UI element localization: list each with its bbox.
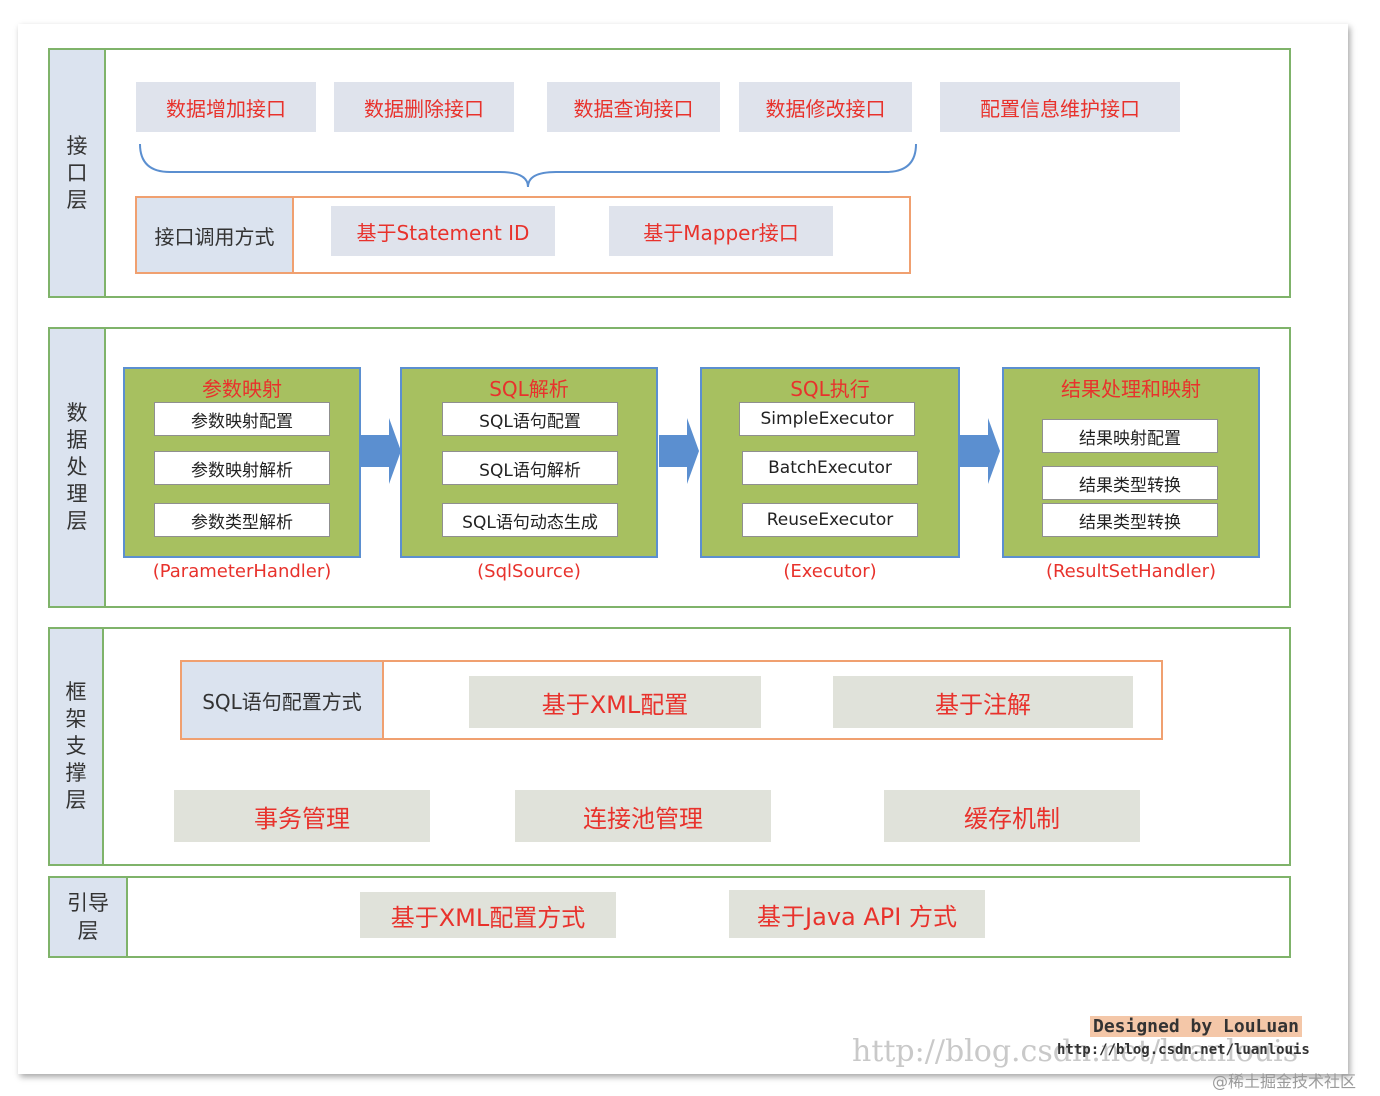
- handler-label: (SqlSource): [477, 561, 581, 582]
- layer-label: 接口层: [50, 50, 106, 296]
- sql-config-frame: SQL语句配置方式 基于XML配置 基于注解: [180, 660, 1163, 740]
- module-item: 参数类型解析: [154, 503, 330, 537]
- sql-config-label: SQL语句配置方式: [182, 662, 384, 738]
- sql-config-xml: 基于XML配置: [469, 676, 761, 728]
- sql-config-annotation: 基于注解: [833, 676, 1133, 728]
- call-method-label: 接口调用方式: [137, 198, 294, 272]
- api-add: 数据增加接口: [136, 82, 316, 132]
- designed-by: Designed by LouLuan: [1090, 1016, 1302, 1037]
- module-item: 参数映射解析: [154, 451, 330, 485]
- module-result-mapping: 结果处理和映射 结果映射配置 结果类型转换 结果类型转换: [1002, 367, 1260, 558]
- feature-cache: 缓存机制: [884, 790, 1140, 842]
- flow-arrow-icon: [361, 418, 401, 484]
- flow-arrow-icon: [960, 418, 1000, 484]
- boot-layer: 引导层 基于XML配置方式 基于Java API 方式: [48, 876, 1291, 958]
- layer-label: 框架支撑层: [50, 629, 104, 864]
- feature-transaction: 事务管理: [174, 790, 430, 842]
- interface-layer: 接口层 数据增加接口 数据删除接口 数据查询接口 数据修改接口 配置信息维护接口…: [48, 48, 1291, 298]
- data-layer-label: 数据处理层: [66, 401, 88, 533]
- module-item: 结果类型转换: [1042, 466, 1218, 500]
- module-sql-execute: SQL执行 SimpleExecutor BatchExecutor Reuse…: [700, 367, 960, 558]
- module-item: SQL语句配置: [442, 402, 618, 436]
- module-title: 结果处理和映射: [1061, 377, 1201, 401]
- module-item: SQL语句解析: [442, 451, 618, 485]
- module-parameter-mapping: 参数映射 参数映射配置 参数映射解析 参数类型解析: [123, 367, 361, 558]
- module-item: SimpleExecutor: [739, 402, 915, 436]
- feature-connection-pool: 连接池管理: [515, 790, 771, 842]
- module-item: 参数映射配置: [154, 402, 330, 436]
- api-query: 数据查询接口: [547, 82, 720, 132]
- module-title: SQL解析: [489, 377, 569, 401]
- module-item: SQL语句动态生成: [442, 503, 618, 537]
- module-item: 结果映射配置: [1042, 419, 1218, 453]
- api-delete: 数据删除接口: [334, 82, 514, 132]
- boot-layer-label: 引导层: [67, 891, 109, 943]
- call-statement-id: 基于Statement ID: [331, 206, 555, 256]
- api-config-maintain: 配置信息维护接口: [940, 82, 1180, 132]
- module-title: SQL执行: [790, 377, 870, 401]
- boot-xml: 基于XML配置方式: [360, 892, 616, 938]
- module-item: BatchExecutor: [742, 451, 918, 485]
- brace-connector: [139, 143, 917, 188]
- call-mapper-interface: 基于Mapper接口: [609, 206, 833, 256]
- api-update: 数据修改接口: [739, 82, 912, 132]
- module-item: 结果类型转换: [1042, 503, 1218, 537]
- handler-label: (ParameterHandler): [152, 561, 332, 582]
- framework-layer-label: 框架支撑层: [65, 680, 87, 812]
- layer-label: 数据处理层: [50, 329, 106, 606]
- handler-label: (Executor): [783, 561, 877, 582]
- module-item: ReuseExecutor: [742, 503, 918, 537]
- watermark-url: http://blog.csdn.net/luanlouis: [852, 1034, 1299, 1069]
- framework-support-layer: 框架支撑层 SQL语句配置方式 基于XML配置 基于注解 事务管理 连接池管理 …: [48, 627, 1291, 866]
- handler-label: (ResultSetHandler): [1045, 561, 1217, 582]
- call-method-frame: 接口调用方式 基于Statement ID 基于Mapper接口: [135, 196, 911, 274]
- interface-layer-label: 接口层: [66, 133, 88, 212]
- data-processing-layer: 数据处理层 参数映射 参数映射配置 参数映射解析 参数类型解析 (Paramet…: [48, 327, 1291, 608]
- designer-url: http://blog.csdn.net/luanlouis: [1057, 1042, 1310, 1058]
- module-sql-parse: SQL解析 SQL语句配置 SQL语句解析 SQL语句动态生成: [400, 367, 658, 558]
- community-watermark: @稀土掘金技术社区: [1212, 1072, 1357, 1091]
- flow-arrow-icon: [659, 418, 699, 484]
- boot-java-api: 基于Java API 方式: [729, 890, 985, 938]
- module-title: 参数映射: [202, 377, 282, 401]
- layer-label: 引导层: [50, 878, 128, 956]
